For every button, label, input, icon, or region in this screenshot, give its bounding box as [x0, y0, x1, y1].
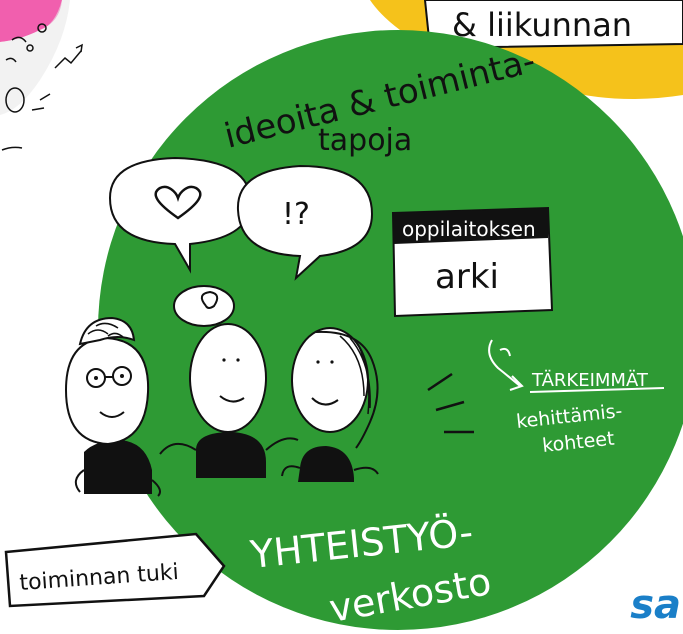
circle-title-line2: tapoja	[318, 123, 412, 158]
question-text: !?	[282, 197, 310, 232]
motion-lines	[427, 372, 474, 434]
school-card: oppilaitoksen arki	[391, 206, 554, 318]
top-banner-text: & liikunnan	[452, 6, 632, 44]
priorities-heading: TÄRKEIMMÄT	[531, 370, 649, 391]
speech-bubble-question: !?	[236, 164, 374, 281]
brand-logo-partial: sa	[630, 582, 681, 628]
heart-icon	[154, 185, 202, 220]
support-tag: toiminnan tuki	[4, 532, 226, 608]
school-card-header: oppilaitoksen	[402, 217, 536, 241]
person-with-long-hair	[281, 327, 379, 482]
person-with-glasses	[64, 316, 161, 497]
person-with-bun	[159, 285, 299, 478]
pink-corner-area	[0, 0, 83, 151]
top-banner: & liikunnan	[423, 0, 683, 50]
school-card-body: arki	[435, 257, 499, 297]
